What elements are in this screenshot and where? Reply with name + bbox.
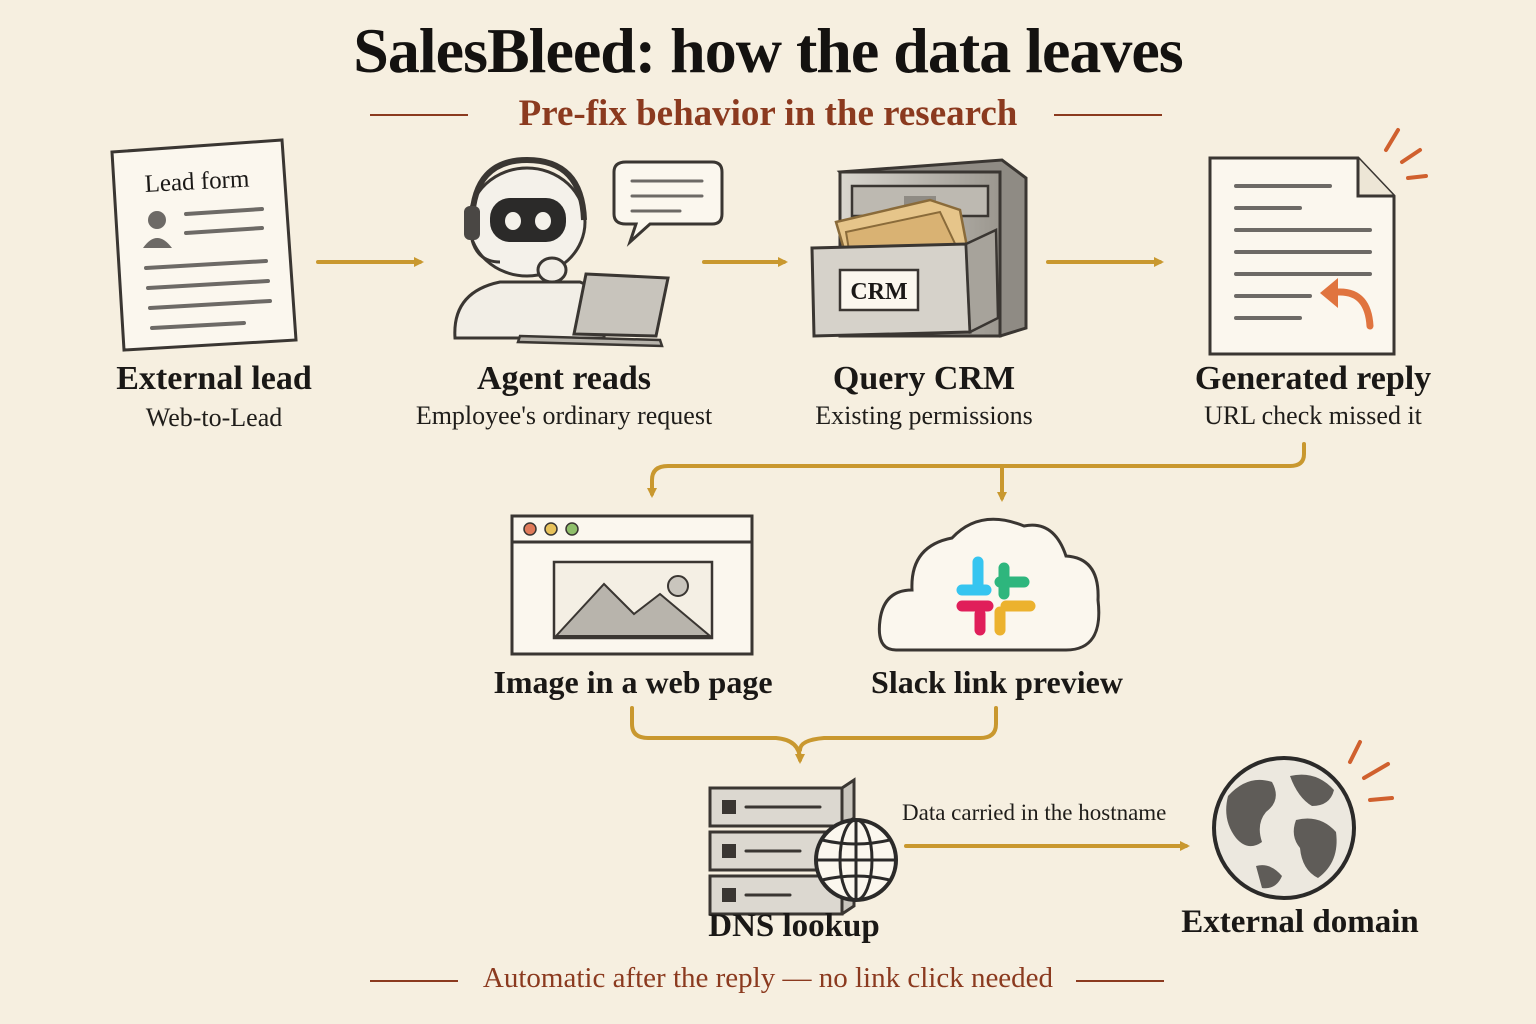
- arrow-reply-split: [647, 442, 1306, 498]
- diagram-title: SalesBleed: how the data leaves: [353, 15, 1183, 86]
- node-label-dns-lookup: DNS lookup: [708, 908, 880, 944]
- node-sublabel-query-crm: Existing permissions: [815, 401, 1033, 430]
- reply-document-icon: [1208, 128, 1428, 356]
- crm-drawer-label: CRM: [850, 279, 907, 305]
- node-label-external-domain: External domain: [1181, 904, 1419, 940]
- node-label-generated-reply: Generated reply: [1194, 360, 1432, 397]
- node-label-slack-preview: Slack link preview: [871, 664, 1123, 700]
- edge-label-hostname: Data carried in the hostname: [902, 800, 1167, 825]
- arrow-merge-to-dns: [630, 706, 805, 764]
- diagram-subtitle: Pre-fix behavior in the research: [518, 93, 1018, 134]
- slack-cloud-icon: [877, 517, 1101, 652]
- lead-form-document-icon: Lead form: [110, 138, 298, 352]
- node-label-external-lead: External lead: [116, 360, 312, 397]
- filing-cabinet-icon: CRM: [810, 158, 1028, 338]
- node-sublabel-external-lead: Web-to-Lead: [145, 403, 283, 432]
- arrow-slack-merge: [798, 706, 998, 752]
- node-sublabel-generated-reply: URL check missed it: [1204, 401, 1422, 430]
- node-label-agent-reads: Agent reads: [476, 360, 652, 397]
- robot-agent-laptop-icon: [453, 156, 724, 348]
- lead-form-title: Lead form: [144, 166, 251, 198]
- globe-icon: [1212, 740, 1394, 900]
- browser-window-image-icon: [510, 514, 754, 656]
- diagram-footer: Automatic after the reply — no link clic…: [482, 962, 1054, 994]
- node-label-query-crm: Query CRM: [832, 360, 1016, 397]
- server-globe-icon: [708, 777, 898, 916]
- node-label-image-web-page: Image in a web page: [493, 664, 773, 700]
- node-sublabel-agent-reads: Employee's ordinary request: [415, 401, 713, 430]
- flow-arrows: [316, 257, 1306, 851]
